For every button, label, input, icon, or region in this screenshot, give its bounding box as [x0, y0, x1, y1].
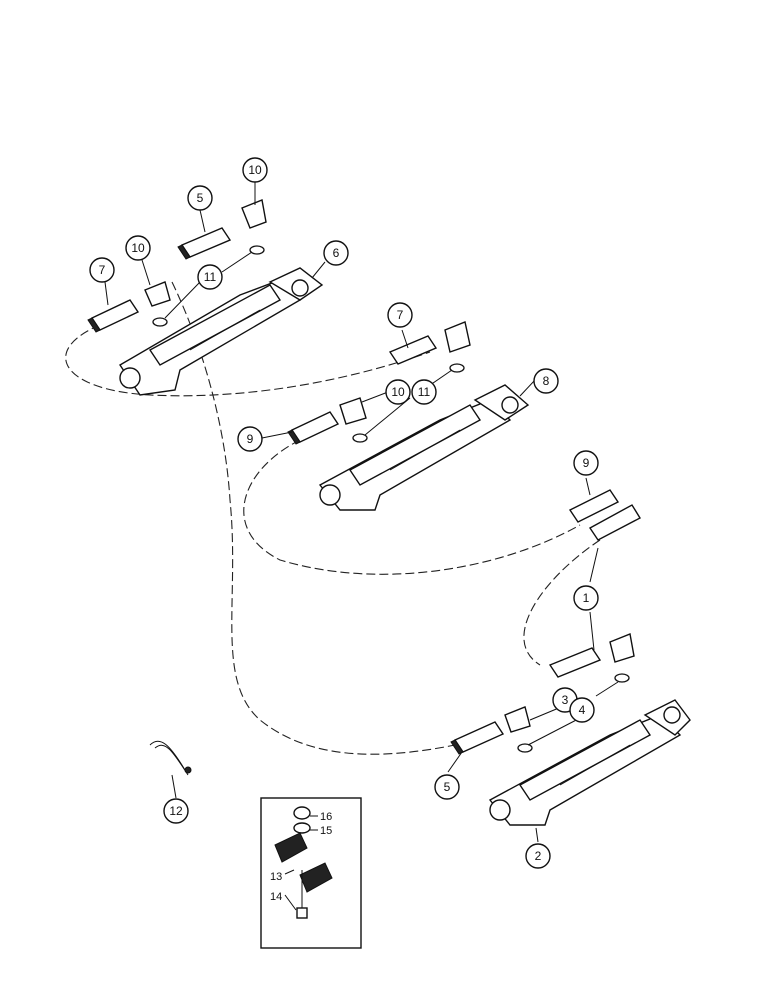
cylinder-upper-left: [119, 267, 324, 396]
cylinder-middle: [318, 384, 530, 511]
hose-lines: [65, 281, 601, 755]
callout-7b: 7: [387, 302, 413, 328]
callout-label: 4: [579, 703, 586, 717]
callout-label: 10: [391, 385, 405, 399]
callout-label: 6: [333, 246, 340, 260]
callout-10a: 10: [242, 157, 268, 183]
cable-tie: [149, 740, 192, 776]
callout-label: 10: [248, 163, 262, 177]
callout-label: 11: [418, 385, 431, 399]
callout-label: 2: [535, 849, 542, 863]
callout-8: 8: [533, 368, 559, 394]
inset-label-16: 16: [320, 811, 332, 823]
callout-label: 11: [204, 270, 217, 284]
inset-label-13: 13: [270, 871, 282, 883]
fittings: [87, 199, 641, 755]
callout-label: 7: [397, 308, 404, 322]
clamp-lower: [299, 862, 333, 893]
callout-label: 9: [583, 456, 590, 470]
inset-label-15: 15: [320, 825, 332, 837]
callout-label: 8: [543, 374, 550, 388]
callout-5b: 5: [434, 774, 460, 800]
callout-label: 9: [247, 432, 254, 446]
nut-16: [293, 806, 311, 820]
callout-5a: 5: [187, 185, 213, 211]
callout-label: 7: [99, 263, 106, 277]
callout-6: 6: [323, 240, 349, 266]
callout-1: 1: [573, 585, 599, 611]
callout-7a: 7: [89, 257, 115, 283]
callout-4: 4: [569, 697, 595, 723]
bolt-14: [296, 907, 308, 919]
inset-label-14: 14: [270, 891, 282, 903]
callout-10c: 10: [385, 379, 411, 405]
o-rings: [152, 245, 630, 753]
clamp-upper: [274, 832, 308, 863]
callout-label: 5: [197, 191, 204, 205]
callout-label: 10: [131, 241, 145, 255]
callout-label: 12: [169, 804, 183, 818]
leader-lines: [104, 182, 619, 843]
callout-11a: 11: [197, 264, 223, 290]
callout-label: 5: [444, 780, 451, 794]
washer-15: [293, 822, 311, 834]
callout-2: 2: [525, 843, 551, 869]
hardware-inset: 16 15 13 14: [260, 797, 362, 949]
callout-11b: 11: [411, 379, 437, 405]
callout-label: 1: [583, 591, 590, 605]
callout-10b: 10: [125, 235, 151, 261]
cylinder-lower-right: [488, 699, 691, 826]
callout-label: 3: [562, 693, 569, 707]
callout-9b: 9: [573, 450, 599, 476]
callout-9a: 9: [237, 426, 263, 452]
callout-12: 12: [163, 798, 189, 824]
